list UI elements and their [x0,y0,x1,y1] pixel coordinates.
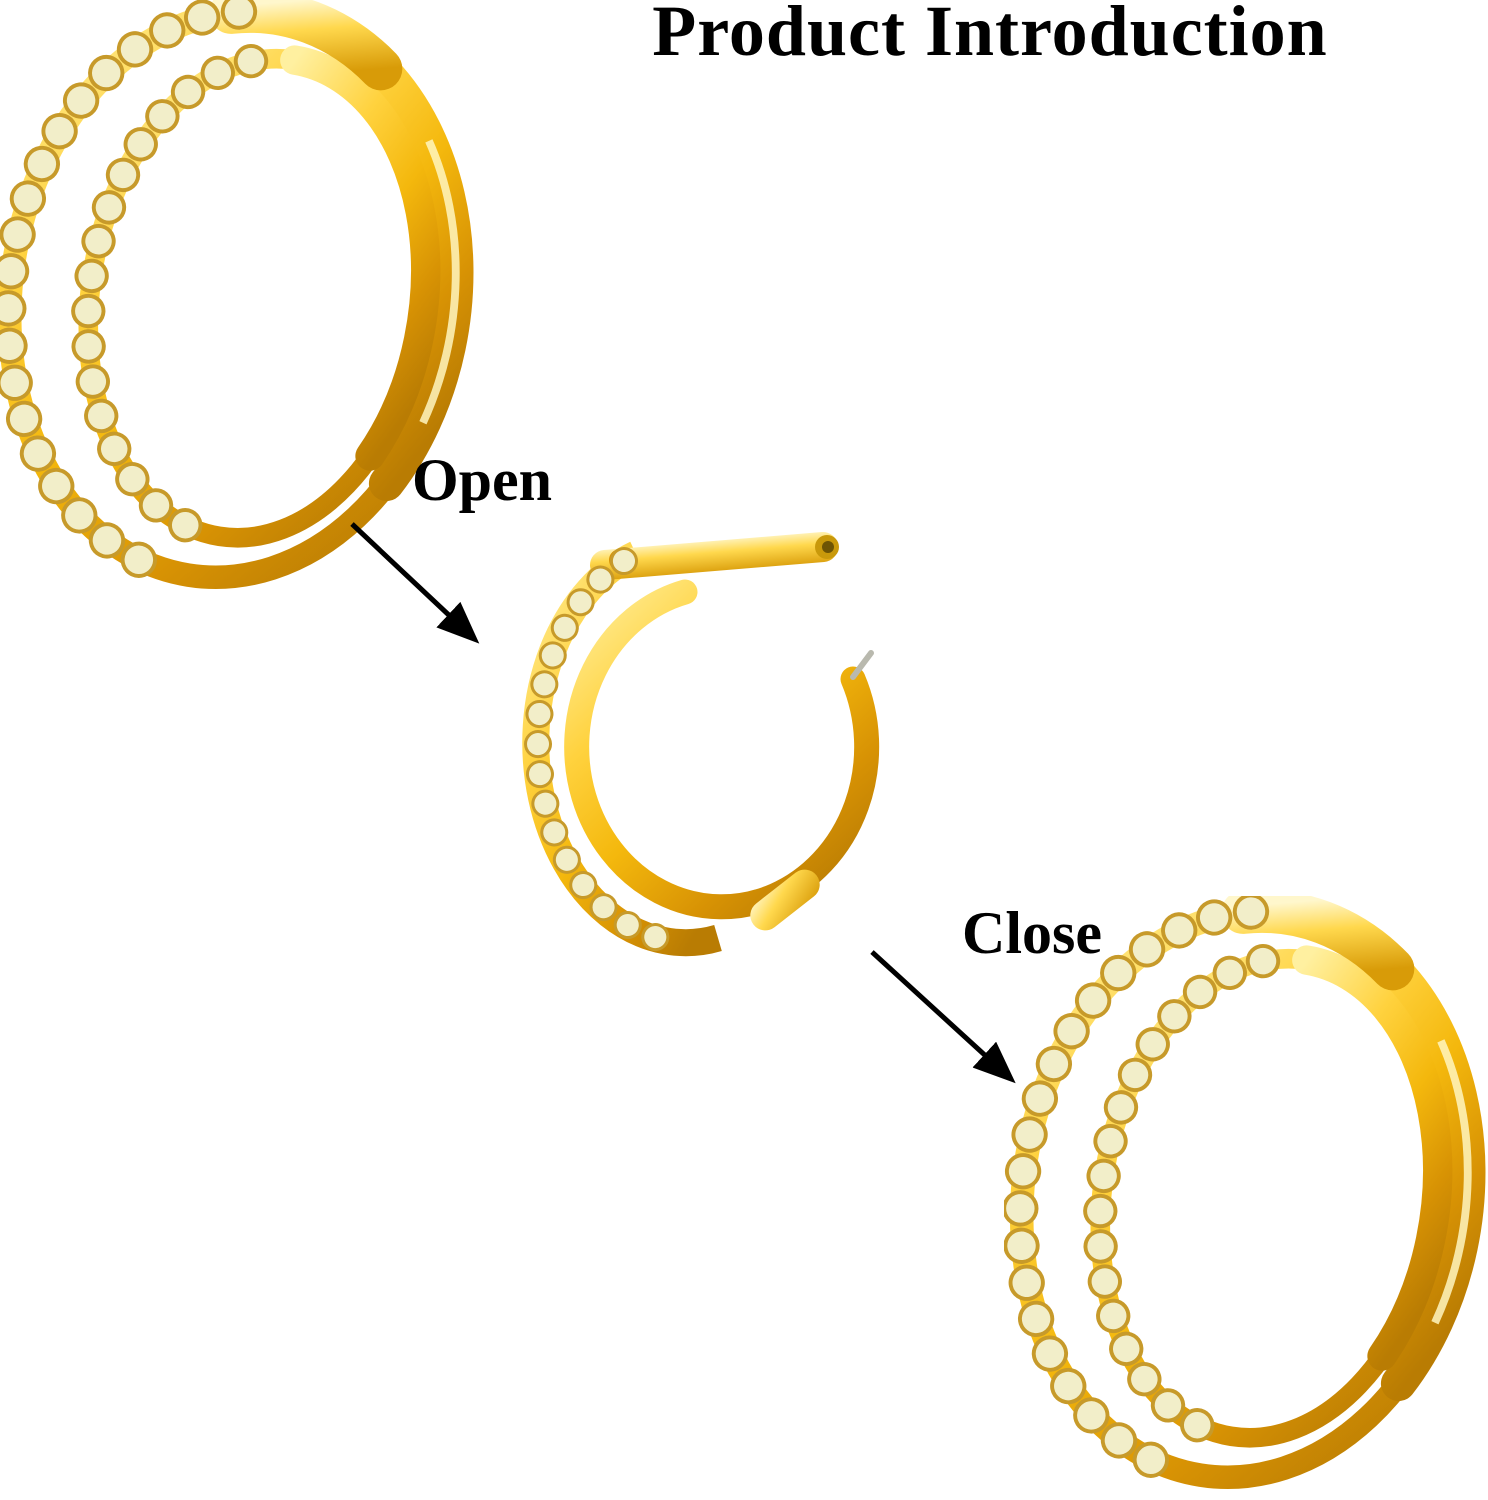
open-label: Open [412,447,553,513]
closed-ring-bottom-right-image [1004,896,1488,1500]
open-ring-image [487,497,957,977]
page-title: Product Introduction [652,0,1328,71]
closed-ring-top-left-image [0,0,482,604]
close-label: Close [962,900,1102,966]
